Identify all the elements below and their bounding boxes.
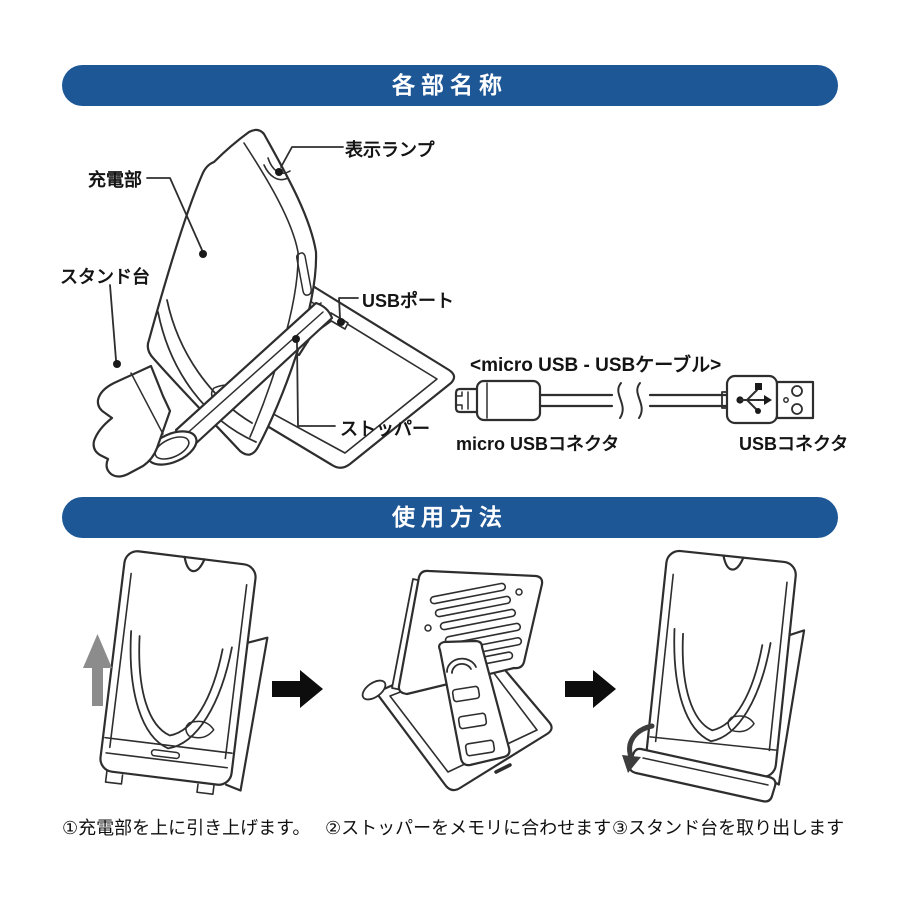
rotate-arrow-icon	[622, 723, 655, 773]
arrow-right-icon	[565, 670, 616, 708]
label-indicator-lamp: 表示ランプ	[345, 140, 435, 160]
cable-title: <micro USB - USBケーブル>	[470, 355, 722, 376]
stand-base-tray	[628, 747, 777, 803]
usb-symbol-icon	[736, 383, 772, 414]
label-stand-base: スタンド台	[60, 267, 150, 287]
parts-stand-drawing	[92, 128, 456, 478]
arrow-right-icon	[272, 670, 323, 708]
label-stopper: ストッパー	[340, 419, 430, 439]
cable-break-mark	[617, 382, 643, 419]
cable-drawing	[454, 374, 815, 425]
label-usb-port: USBポート	[362, 291, 455, 311]
step2-drawing	[361, 569, 553, 792]
stand-base-hook	[92, 364, 172, 478]
step3-drawing	[622, 549, 806, 803]
step-caption-3: ③スタンド台を取り出します	[612, 818, 845, 838]
step1-drawing	[83, 550, 269, 795]
label-usb-connector: USBコネクタ	[739, 434, 849, 454]
step-caption-1: ①充電部を上に引き上げます。	[62, 818, 311, 838]
step-caption-2: ②ストッパーをメモリに合わせます	[325, 818, 612, 838]
label-micro-usb-connector: micro USBコネクタ	[456, 434, 620, 454]
section-header-parts: 各部名称	[62, 65, 838, 106]
stopper-leg	[438, 639, 511, 767]
leader-dots	[113, 168, 345, 368]
lift-up-arrow-icon	[83, 634, 112, 706]
leader-lines	[109, 146, 359, 427]
section-header-usage: 使用方法	[62, 497, 838, 538]
label-charging-unit: 充電部	[88, 170, 142, 190]
